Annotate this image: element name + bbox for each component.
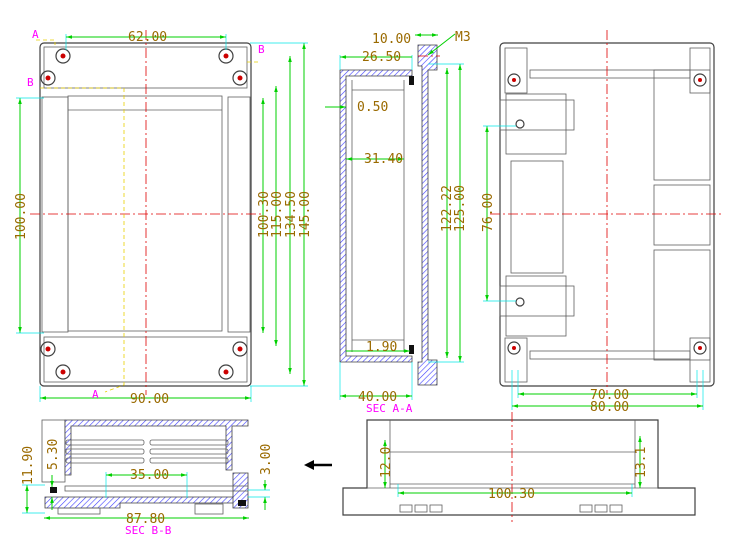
dim-v1: 122.22 — [440, 185, 455, 232]
dim-w1: 100.30 — [488, 487, 535, 502]
dim-w2: 80.00 — [590, 400, 629, 415]
dim-d3: 0.50 — [357, 100, 388, 115]
dim-h1: 100.30 — [257, 191, 272, 238]
section-label: SEC B-B — [125, 524, 172, 537]
dim-v2: 125.00 — [453, 185, 468, 232]
front-view: 62.00 90.00 100.00 100.30 115.00 134.50 … — [14, 28, 313, 407]
dim-v1: 12.0 — [379, 447, 394, 478]
back-view: 76.00 70.00 80.00 — [481, 30, 724, 415]
dim-d2: 26.50 — [362, 50, 401, 65]
dim-d5: 1.90 — [366, 340, 397, 355]
dim-h4: 145.00 — [298, 191, 313, 238]
dim-w1: 70.00 — [590, 388, 629, 403]
section-mark-b: B — [258, 43, 265, 56]
dim-v1: 76.00 — [481, 193, 496, 232]
dim-v1: 11.90 — [21, 446, 36, 485]
dim-v2: 5.30 — [46, 439, 61, 470]
dim-h3: 134.50 — [284, 191, 299, 238]
screw-icon — [40, 48, 248, 380]
dim-d4: 31.40 — [364, 152, 403, 167]
dim-v2: 13.1 — [634, 447, 649, 478]
dim-d6: 40.00 — [358, 390, 397, 405]
dim-h2: 115.00 — [270, 191, 285, 238]
dim-width-total: 90.00 — [130, 392, 169, 407]
side-view: 12.0 13.1 100.30 — [342, 412, 696, 522]
section-b-b: 11.90 5.30 35.00 3.00 87.80 SEC B-B — [21, 419, 274, 537]
section-mark-a: A — [32, 28, 39, 41]
dim-d1: 10.00 — [372, 32, 411, 47]
section-a-a: 10.00 M3 26.50 0.50 31.40 1.90 40.00 122… — [325, 30, 471, 415]
view-direction-arrow-icon — [304, 460, 332, 470]
section-mark-a: A — [92, 388, 99, 401]
dim-w1: 35.00 — [130, 468, 169, 483]
dim-height-left: 100.00 — [14, 193, 29, 240]
dim-w2: 87.80 — [126, 512, 165, 527]
dim-width-top: 62.00 — [128, 30, 167, 45]
section-mark-b: B — [27, 76, 34, 89]
dim-thread: M3 — [455, 30, 471, 45]
vent-slots — [65, 439, 229, 464]
screw-icon — [507, 73, 707, 355]
section-label: SEC A-A — [366, 402, 413, 415]
dim-v3: 3.00 — [259, 444, 274, 475]
